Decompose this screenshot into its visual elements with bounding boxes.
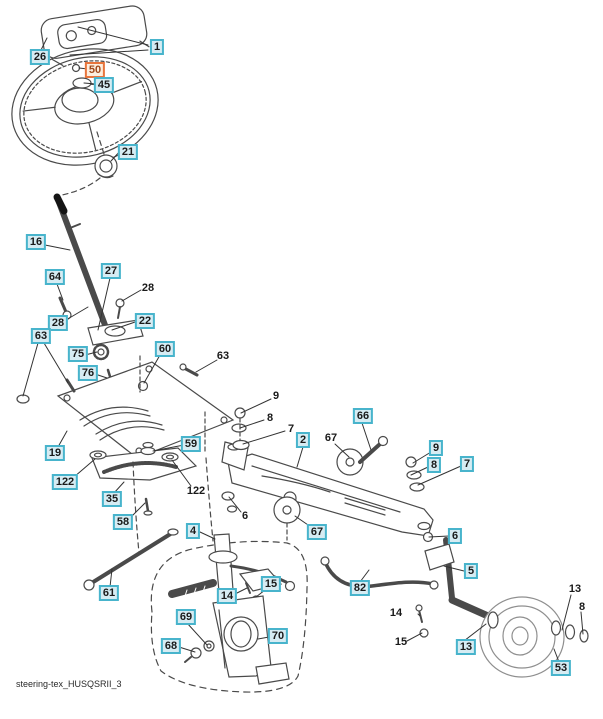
- leader-line: [152, 444, 185, 452]
- part-callout-59[interactable]: 59: [180, 436, 202, 452]
- part-callout-35[interactable]: 35: [101, 491, 123, 507]
- leader-line: [171, 459, 192, 487]
- leader-lines: [22, 26, 584, 663]
- leader-line: [199, 531, 216, 540]
- leader-line: [178, 646, 196, 653]
- leader-line: [239, 419, 265, 429]
- part-callout-9[interactable]: 9: [428, 440, 444, 456]
- part-callout-45[interactable]: 45: [93, 77, 115, 93]
- part-callout-67: 67: [324, 432, 338, 444]
- part-callout-50[interactable]: 50: [84, 62, 106, 78]
- part-callout-63: 63: [216, 350, 230, 362]
- part-callout-76[interactable]: 76: [77, 365, 99, 381]
- leader-line: [69, 49, 149, 56]
- part-callout-82[interactable]: 82: [349, 580, 371, 596]
- leader-line: [65, 306, 89, 321]
- leader-line: [195, 359, 218, 373]
- leader-line: [242, 430, 286, 445]
- part-callout-67[interactable]: 67: [306, 524, 328, 540]
- part-callout-28[interactable]: 28: [47, 315, 69, 331]
- part-callout-2[interactable]: 2: [295, 432, 311, 448]
- leader-line: [334, 443, 350, 458]
- leader-line: [186, 622, 208, 646]
- part-callout-53[interactable]: 53: [550, 660, 572, 676]
- support-plate-group: [16, 355, 235, 459]
- leader-line: [143, 354, 161, 384]
- part-callout-7[interactable]: 7: [459, 456, 475, 472]
- leader-line: [22, 342, 39, 397]
- part-callout-66[interactable]: 66: [352, 408, 374, 424]
- part-callout-58[interactable]: 58: [112, 514, 134, 530]
- part-callout-15[interactable]: 15: [260, 576, 282, 592]
- leader-line: [417, 465, 462, 486]
- part-callout-69[interactable]: 69: [175, 609, 197, 625]
- leader-line: [57, 430, 68, 448]
- part-callout-9: 9: [272, 390, 280, 402]
- leader-line: [561, 594, 572, 631]
- leader-line: [228, 496, 242, 513]
- front-axle-group: [221, 407, 434, 541]
- part-callout-68[interactable]: 68: [160, 638, 182, 654]
- leader-line: [410, 466, 429, 476]
- leader-line: [580, 611, 584, 635]
- spindle-detail-group: [83, 528, 308, 693]
- part-callout-13: 13: [568, 583, 582, 595]
- leader-line: [406, 632, 423, 642]
- part-callout-16[interactable]: 16: [25, 234, 47, 250]
- part-callout-8: 8: [266, 412, 274, 424]
- leader-line: [417, 613, 421, 617]
- figure-code: steering-tex_HUSQSRII_3: [16, 679, 122, 689]
- part-callout-70[interactable]: 70: [267, 628, 289, 644]
- sector-gear-group: [89, 441, 214, 554]
- part-callout-14[interactable]: 14: [216, 588, 238, 604]
- leader-line: [111, 320, 139, 331]
- leader-line: [257, 636, 270, 640]
- right-spindle-group: [320, 521, 503, 638]
- leader-line: [240, 398, 272, 414]
- part-callout-28: 28: [141, 282, 155, 294]
- part-callout-7: 7: [287, 423, 295, 435]
- leader-line: [296, 446, 304, 468]
- part-callout-64[interactable]: 64: [44, 269, 66, 285]
- steering-wheel-group: [11, 5, 159, 196]
- leader-line: [40, 37, 48, 51]
- part-callout-8[interactable]: 8: [426, 457, 442, 473]
- leader-line: [43, 342, 69, 384]
- leader-line: [44, 244, 71, 251]
- part-callout-19[interactable]: 19: [44, 445, 66, 461]
- part-callout-61[interactable]: 61: [98, 585, 120, 601]
- part-callout-5[interactable]: 5: [463, 563, 479, 579]
- leader-line: [553, 648, 560, 663]
- part-callout-27[interactable]: 27: [100, 263, 122, 279]
- leader-line: [443, 565, 465, 572]
- part-callout-21[interactable]: 21: [117, 144, 139, 160]
- part-callout-63[interactable]: 63: [30, 328, 52, 344]
- wheel-group: [479, 596, 589, 678]
- part-callout-6[interactable]: 6: [447, 528, 463, 544]
- leader-line: [109, 568, 113, 588]
- leader-line: [121, 289, 142, 302]
- leader-line: [412, 451, 432, 464]
- part-callout-8: 8: [578, 601, 586, 613]
- part-callout-26[interactable]: 26: [29, 49, 51, 65]
- leader-line: [361, 422, 372, 451]
- part-callout-1[interactable]: 1: [149, 39, 165, 55]
- part-callout-14: 14: [389, 607, 403, 619]
- part-callout-4[interactable]: 4: [185, 523, 201, 539]
- part-callout-22[interactable]: 22: [134, 313, 156, 329]
- part-callout-15: 15: [394, 636, 408, 648]
- leader-line: [77, 26, 149, 46]
- leader-line: [97, 277, 111, 331]
- leader-line: [428, 535, 450, 538]
- part-callout-122[interactable]: 122: [51, 474, 79, 490]
- part-callout-6: 6: [241, 510, 249, 522]
- part-callout-122: 122: [186, 485, 206, 497]
- part-callout-13[interactable]: 13: [455, 639, 477, 655]
- leader-line: [56, 283, 64, 301]
- part-callout-60[interactable]: 60: [154, 341, 176, 357]
- part-callout-75[interactable]: 75: [67, 346, 89, 362]
